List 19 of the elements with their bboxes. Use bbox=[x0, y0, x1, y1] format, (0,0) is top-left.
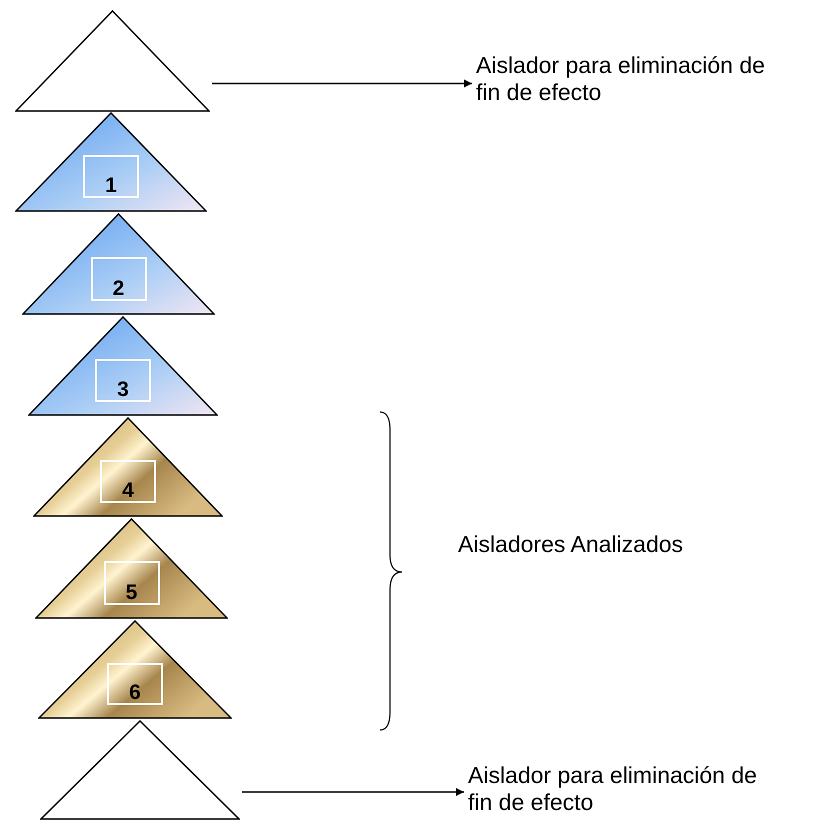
insulator-triangle bbox=[28, 316, 218, 416]
insulator-label: Aislador para eliminación de fin de efecto bbox=[476, 52, 776, 106]
insulator-number: 2 bbox=[90, 256, 146, 301]
triangle-shape bbox=[15, 10, 210, 112]
insulator-number: 6 bbox=[107, 662, 163, 706]
insulator-label: Aislador para eliminación de fin de efecto bbox=[468, 762, 768, 816]
arrow bbox=[212, 79, 472, 88]
triangle-shape bbox=[40, 720, 240, 820]
arrow bbox=[242, 788, 464, 796]
insulator-number: 1 bbox=[83, 155, 139, 198]
group-label: Aisladores Analizados bbox=[458, 531, 684, 558]
insulator-triangle bbox=[15, 112, 207, 212]
insulator-number: 3 bbox=[95, 359, 151, 402]
insulator-triangle bbox=[22, 213, 215, 315]
insulator-triangle bbox=[38, 620, 232, 719]
insulator-triangle bbox=[33, 417, 223, 517]
insulator-triangle bbox=[35, 518, 228, 619]
insulator-number: 4 bbox=[100, 460, 156, 503]
insulator-number: 5 bbox=[104, 561, 160, 605]
